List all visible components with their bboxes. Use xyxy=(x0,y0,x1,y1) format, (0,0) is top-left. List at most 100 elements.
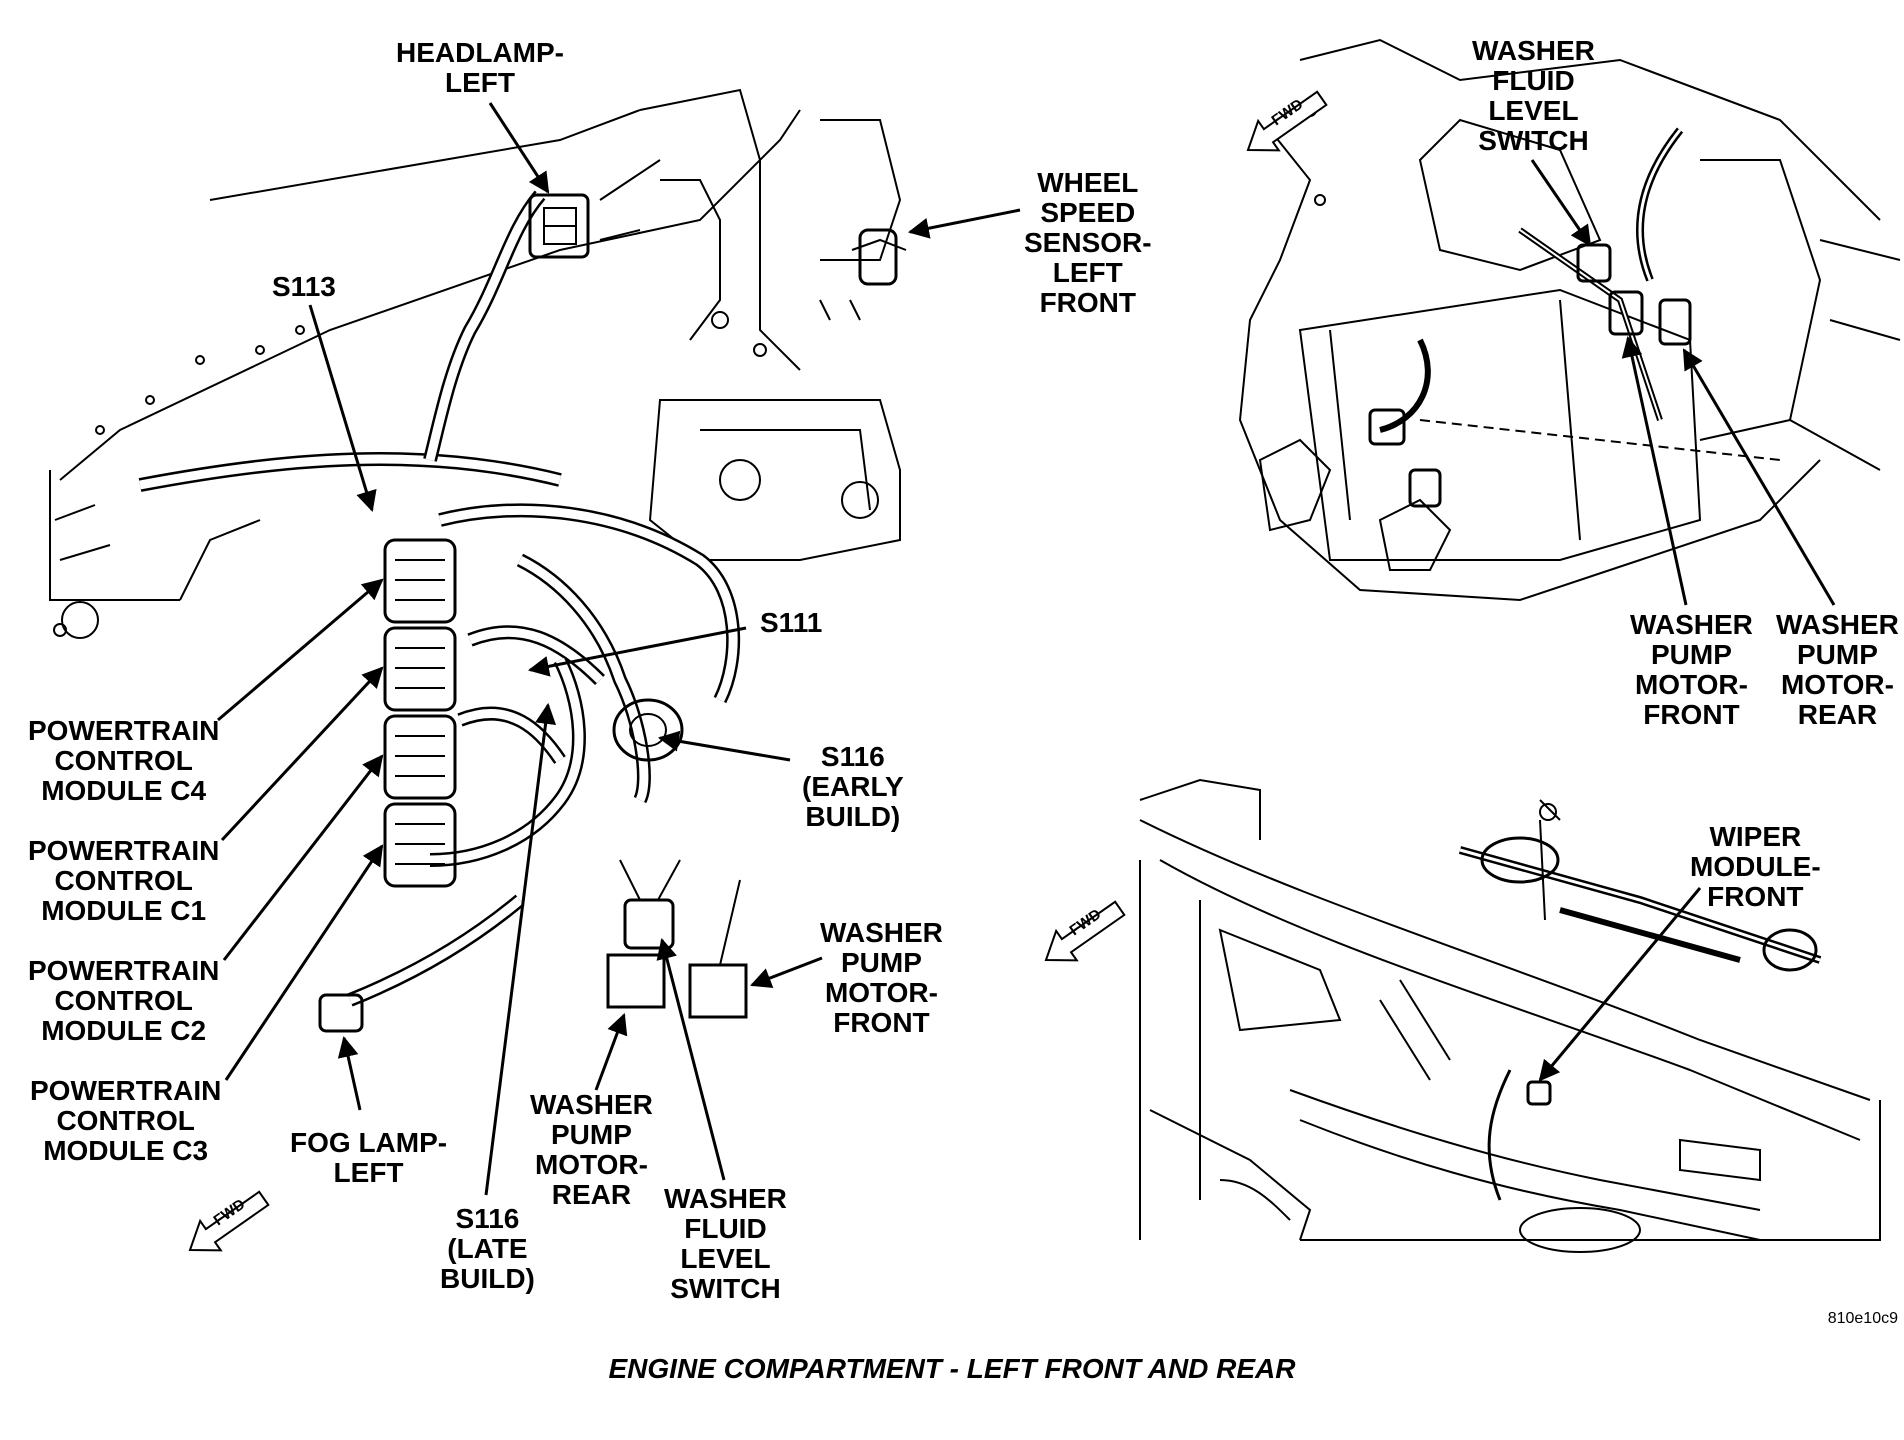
label-line: FLUID xyxy=(1492,65,1575,96)
wiper-module-illustration xyxy=(1139,778,1881,1253)
label-line: PUMP xyxy=(841,947,922,978)
label-line: WASHER xyxy=(820,917,943,948)
label-line: SENSOR- xyxy=(1024,227,1152,258)
leader-pcm-c4 xyxy=(217,578,384,722)
label-line: FLUID xyxy=(684,1213,767,1244)
label-line: FRONT xyxy=(1707,881,1804,912)
leader-washer-fluid-switch-right xyxy=(1530,159,1592,247)
label-headlamp-left: HEADLAMP-LEFT xyxy=(396,38,564,98)
label-line: WASHER xyxy=(530,1089,653,1120)
label-line: S111 xyxy=(760,607,823,638)
label-line: POWERTRAIN xyxy=(28,955,220,986)
label-line: HEADLAMP- xyxy=(396,37,564,68)
label-line: MOTOR- xyxy=(534,1149,648,1180)
leader-washer-pump-front-right xyxy=(1621,335,1688,606)
label-line: SPEED xyxy=(1040,197,1136,228)
leader-washer-pump-front-left xyxy=(750,956,823,988)
label-line: WASHER xyxy=(664,1183,787,1214)
leader-pcm-c1 xyxy=(220,666,384,842)
label-line: FRONT xyxy=(1643,699,1740,730)
fwd-arrow-top-right xyxy=(1246,90,1328,152)
leader-fog-lamp-left xyxy=(337,1035,362,1111)
label-line: BUILD) xyxy=(805,801,901,832)
label-line: MODULE C1 xyxy=(41,895,207,926)
label-line: PUMP xyxy=(551,1119,632,1150)
leader-wiper-module-front xyxy=(1538,887,1702,1082)
leader-wheel-speed-sensor xyxy=(907,208,1021,239)
fwd-arrow-left xyxy=(188,1190,270,1252)
label-line: PUMP xyxy=(1797,639,1878,670)
label-line: MODULE- xyxy=(1690,851,1821,882)
leader-washer-pump-rear-left xyxy=(594,1013,628,1091)
leader-pcm-c3 xyxy=(224,844,384,1081)
leader-arrows xyxy=(217,102,1836,1196)
label-line: MOTOR- xyxy=(1780,669,1894,700)
leader-washer-pump-rear-right xyxy=(1682,348,1836,606)
leader-s116-late xyxy=(484,702,557,1196)
label-line: CONTROL xyxy=(56,1105,195,1136)
label-line: MODULE C2 xyxy=(41,1015,207,1046)
label-fog-lamp-left: FOG LAMP-LEFT xyxy=(290,1128,447,1188)
label-line: FRONT xyxy=(1039,287,1136,318)
label-line: SWITCH xyxy=(1478,125,1589,156)
label-line: (EARLY xyxy=(802,771,904,802)
figure-code: 810e10c9 xyxy=(1827,1310,1898,1327)
label-line: WHEEL xyxy=(1037,167,1139,198)
label-line: CONTROL xyxy=(54,745,193,776)
label-line: WASHER xyxy=(1776,609,1899,640)
label-line: BUILD) xyxy=(440,1263,535,1294)
label-line: S113 xyxy=(272,271,336,302)
leader-s111 xyxy=(527,626,747,677)
label-line: REAR xyxy=(1797,699,1878,730)
label-line: MOTOR- xyxy=(1634,669,1748,700)
label-line: CONTROL xyxy=(54,985,193,1016)
label-line: WIPER xyxy=(1709,821,1802,852)
leader-s116-early xyxy=(657,730,791,762)
label-line: REAR xyxy=(551,1179,632,1210)
label-line: S116 xyxy=(820,741,885,772)
label-line: MODULE C4 xyxy=(41,775,207,806)
leader-headlamp-left xyxy=(488,102,550,194)
figure-caption: ENGINE COMPARTMENT - LEFT FRONT AND REAR xyxy=(608,1353,1296,1384)
label-line: WASHER xyxy=(1630,609,1753,640)
label-line: POWERTRAIN xyxy=(28,835,220,866)
label-line: MOTOR- xyxy=(824,977,938,1008)
label-line: FOG LAMP- xyxy=(290,1127,448,1158)
fwd-arrow-bottom-right xyxy=(1044,900,1126,962)
label-line: POWERTRAIN xyxy=(30,1075,222,1106)
label-line: LEFT xyxy=(333,1157,404,1188)
label-line: SWITCH xyxy=(670,1273,781,1304)
label-line: MODULE C3 xyxy=(43,1135,209,1166)
leader-washer-fluid-switch-left xyxy=(656,937,726,1181)
label-line: FRONT xyxy=(833,1007,930,1038)
label-s111: S111 xyxy=(760,608,822,638)
label-line: (LATE xyxy=(447,1233,528,1264)
label-line: LEFT xyxy=(445,67,515,98)
label-line: LEFT xyxy=(1052,257,1123,288)
label-line: LEVEL xyxy=(1488,95,1579,126)
leader-s113 xyxy=(308,304,377,513)
label-line: LEVEL xyxy=(680,1243,771,1274)
leader-pcm-c2 xyxy=(222,754,384,961)
washer-reservoir-illustration xyxy=(1238,38,1901,602)
label-s113: S113 xyxy=(272,272,336,302)
label-line: S116 xyxy=(455,1203,520,1234)
label-line: PUMP xyxy=(1651,639,1732,670)
label-line: WASHER xyxy=(1472,35,1595,66)
